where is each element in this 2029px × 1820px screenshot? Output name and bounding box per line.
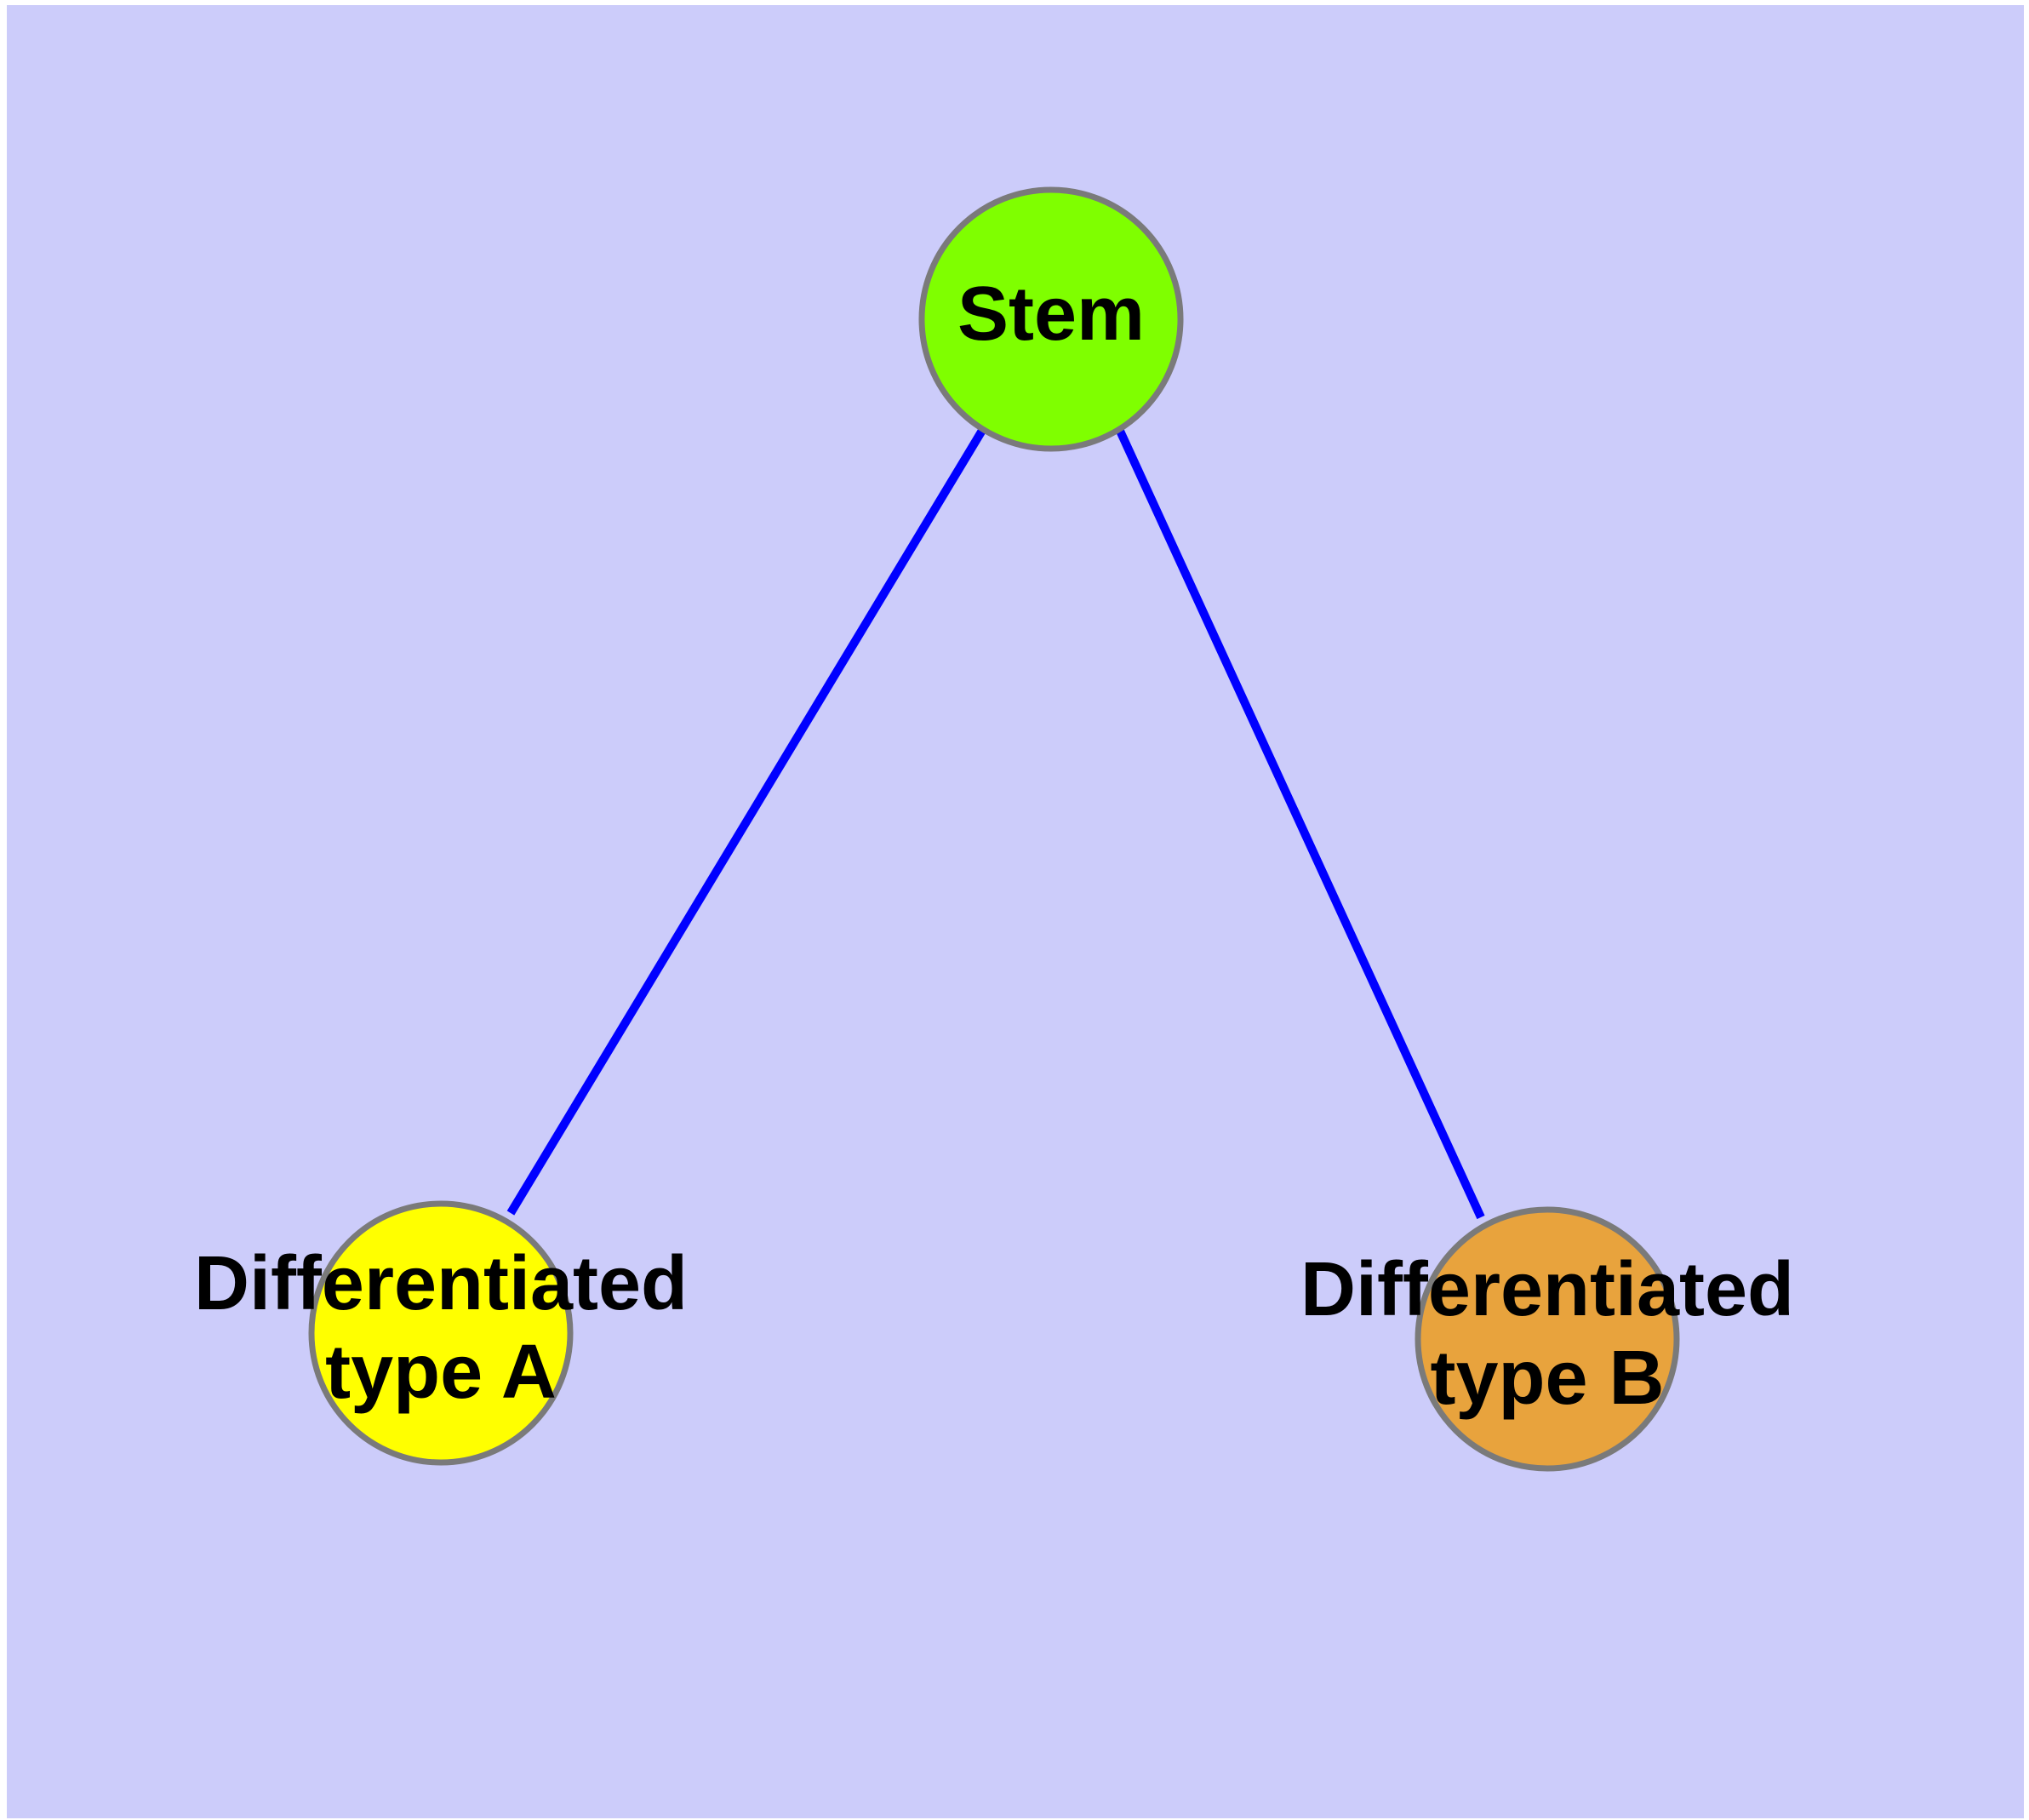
node-label-stem: Stem [957, 272, 1145, 357]
node-layer [308, 186, 1680, 1472]
label-line: Stem [957, 272, 1145, 357]
label-line: type B [1430, 1336, 1664, 1421]
node-stem[interactable] [918, 186, 1184, 452]
edge-layer [506, 426, 1485, 1220]
node-differentiated-type-b[interactable] [1415, 1206, 1680, 1472]
label-line: Differentiated [194, 1241, 688, 1326]
label-line: Differentiated [1300, 1247, 1794, 1332]
edge-stem-to-differentiated-type-b[interactable] [1115, 426, 1485, 1220]
node-differentiated-type-a[interactable] [308, 1200, 574, 1466]
label-line: type A [325, 1330, 557, 1415]
edge-stem-to-differentiated-type-a[interactable] [506, 426, 987, 1216]
